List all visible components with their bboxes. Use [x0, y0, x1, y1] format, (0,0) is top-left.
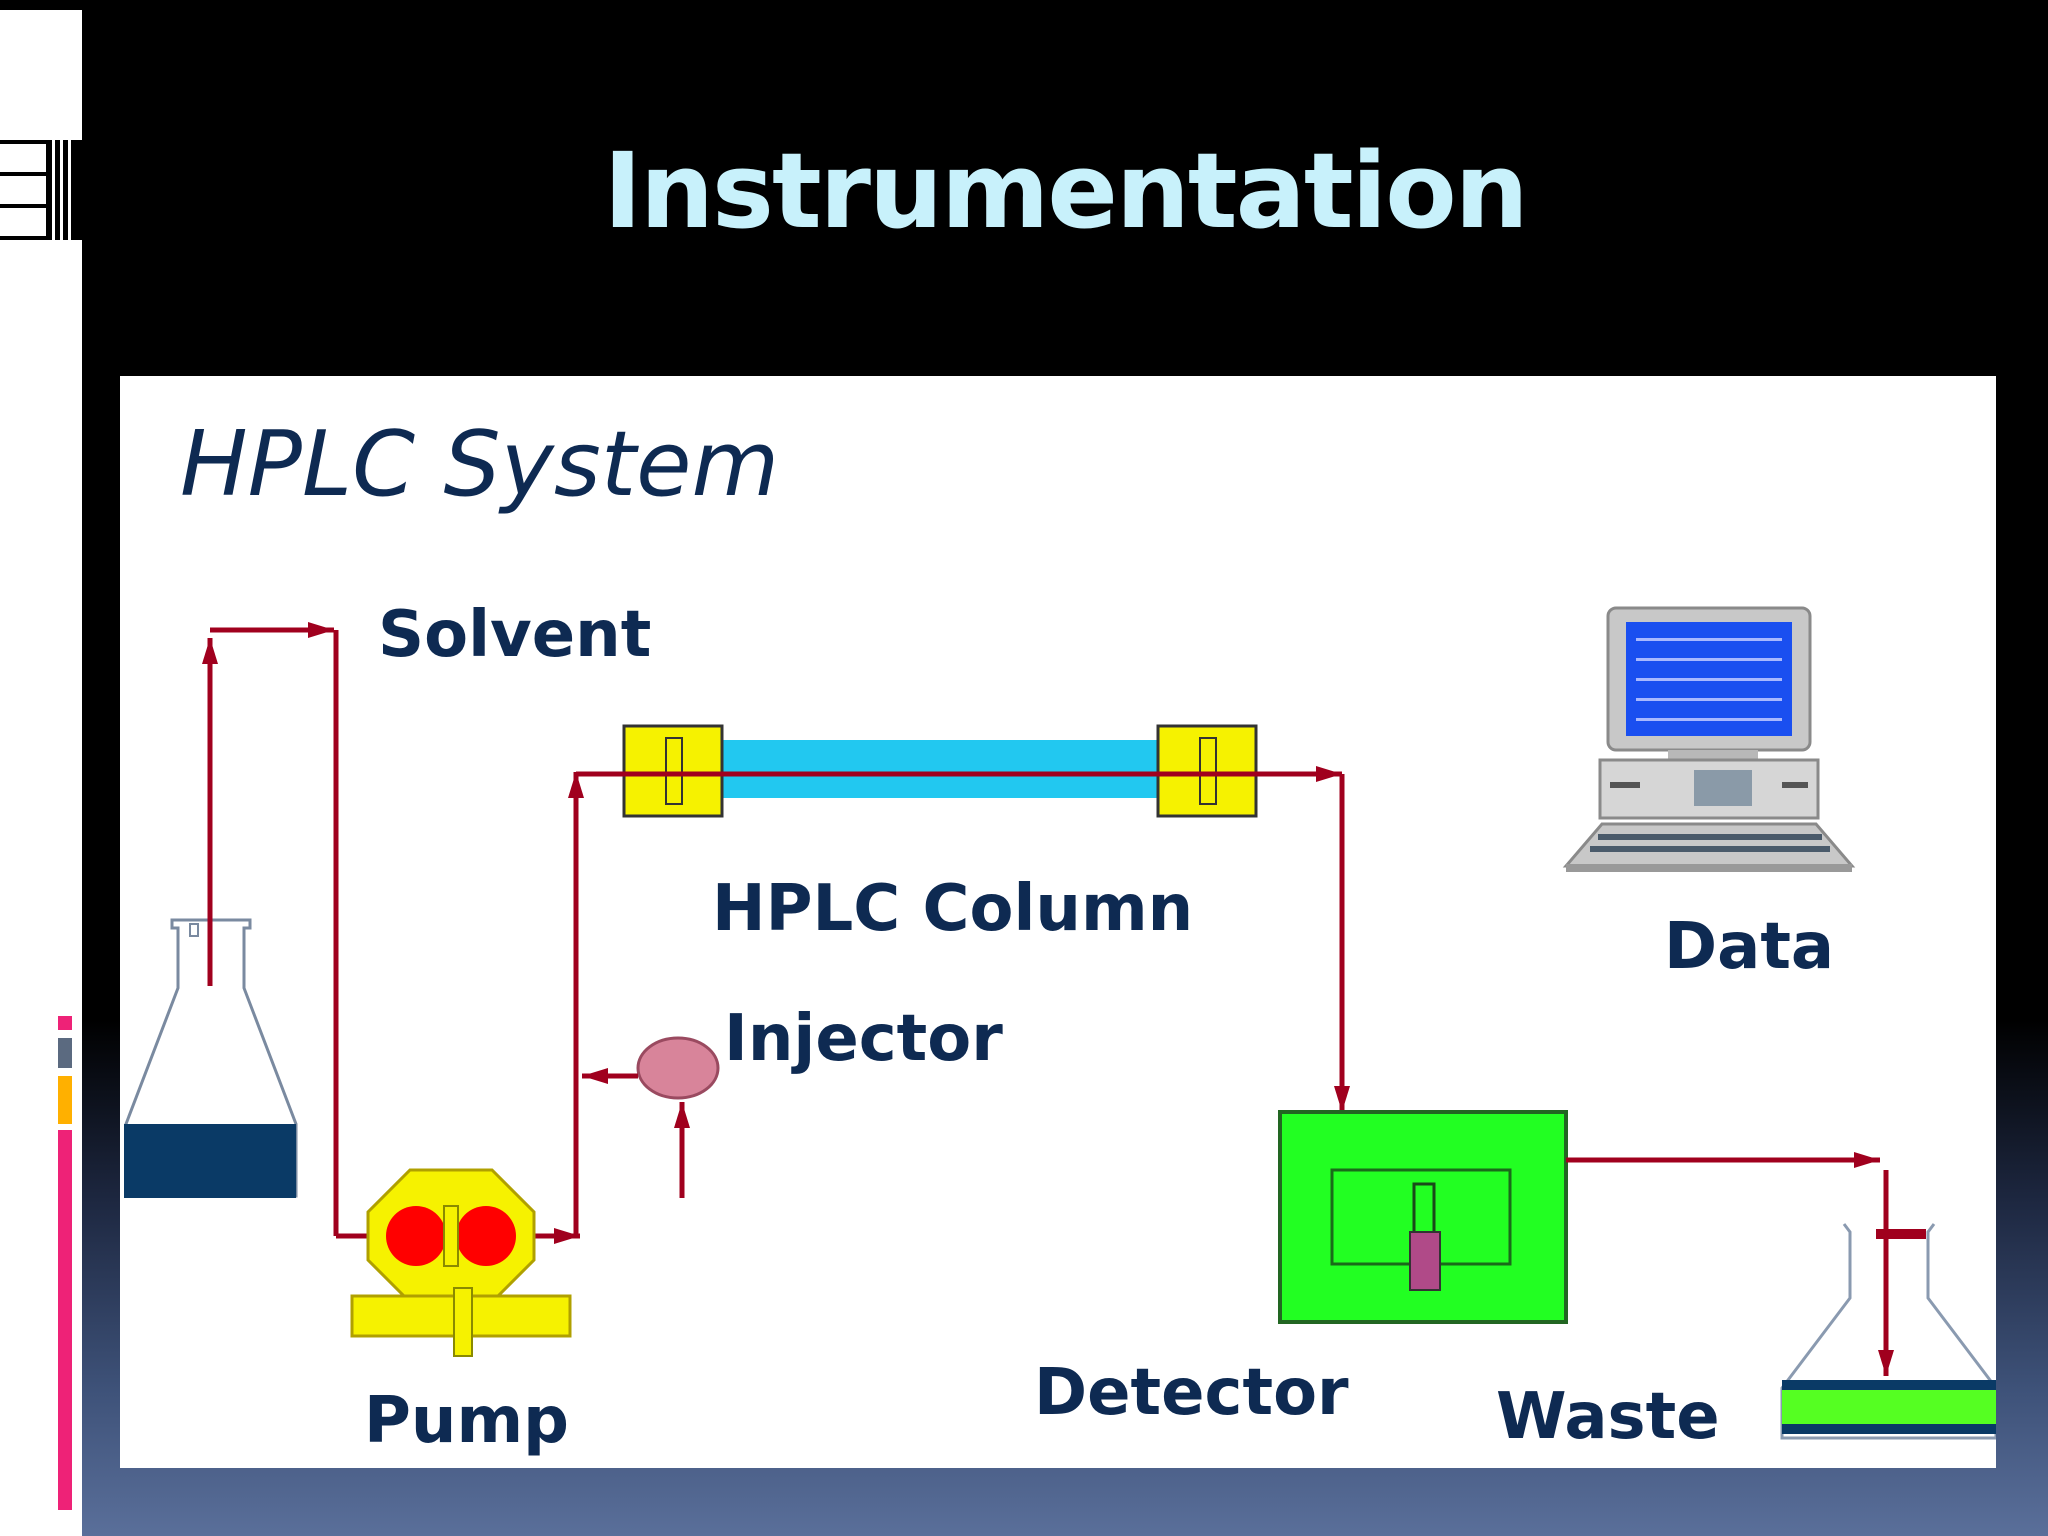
strip-decoration — [0, 0, 82, 1510]
label-solvent: Solvent — [378, 598, 652, 672]
label-injector: Injector — [724, 1002, 1003, 1076]
label-pump: Pump — [364, 1384, 569, 1458]
label-waste: Waste — [1496, 1380, 1720, 1454]
slide-title: Instrumentation — [603, 130, 1528, 252]
left-decor-strip — [0, 0, 82, 1536]
hplc-flow-diagram — [124, 606, 1996, 1440]
injector-icon — [582, 1036, 720, 1198]
label-detector: Detector — [1034, 1356, 1349, 1430]
hplc-column-icon — [622, 724, 1258, 818]
waste-flask-icon — [1780, 1223, 1996, 1440]
detector-to-waste-line — [1566, 1152, 1926, 1376]
label-data: Data — [1664, 910, 1835, 984]
hplc-diagram-panel: HPLC System — [120, 376, 1996, 1468]
solvent-flask-icon — [124, 918, 298, 1198]
diagram-heading: HPLC System — [180, 412, 780, 517]
label-hplc-column: HPLC Column — [712, 872, 1194, 946]
computer-icon — [1562, 606, 1856, 872]
pump-icon — [350, 1168, 572, 1357]
detector-icon — [1278, 1110, 1568, 1324]
